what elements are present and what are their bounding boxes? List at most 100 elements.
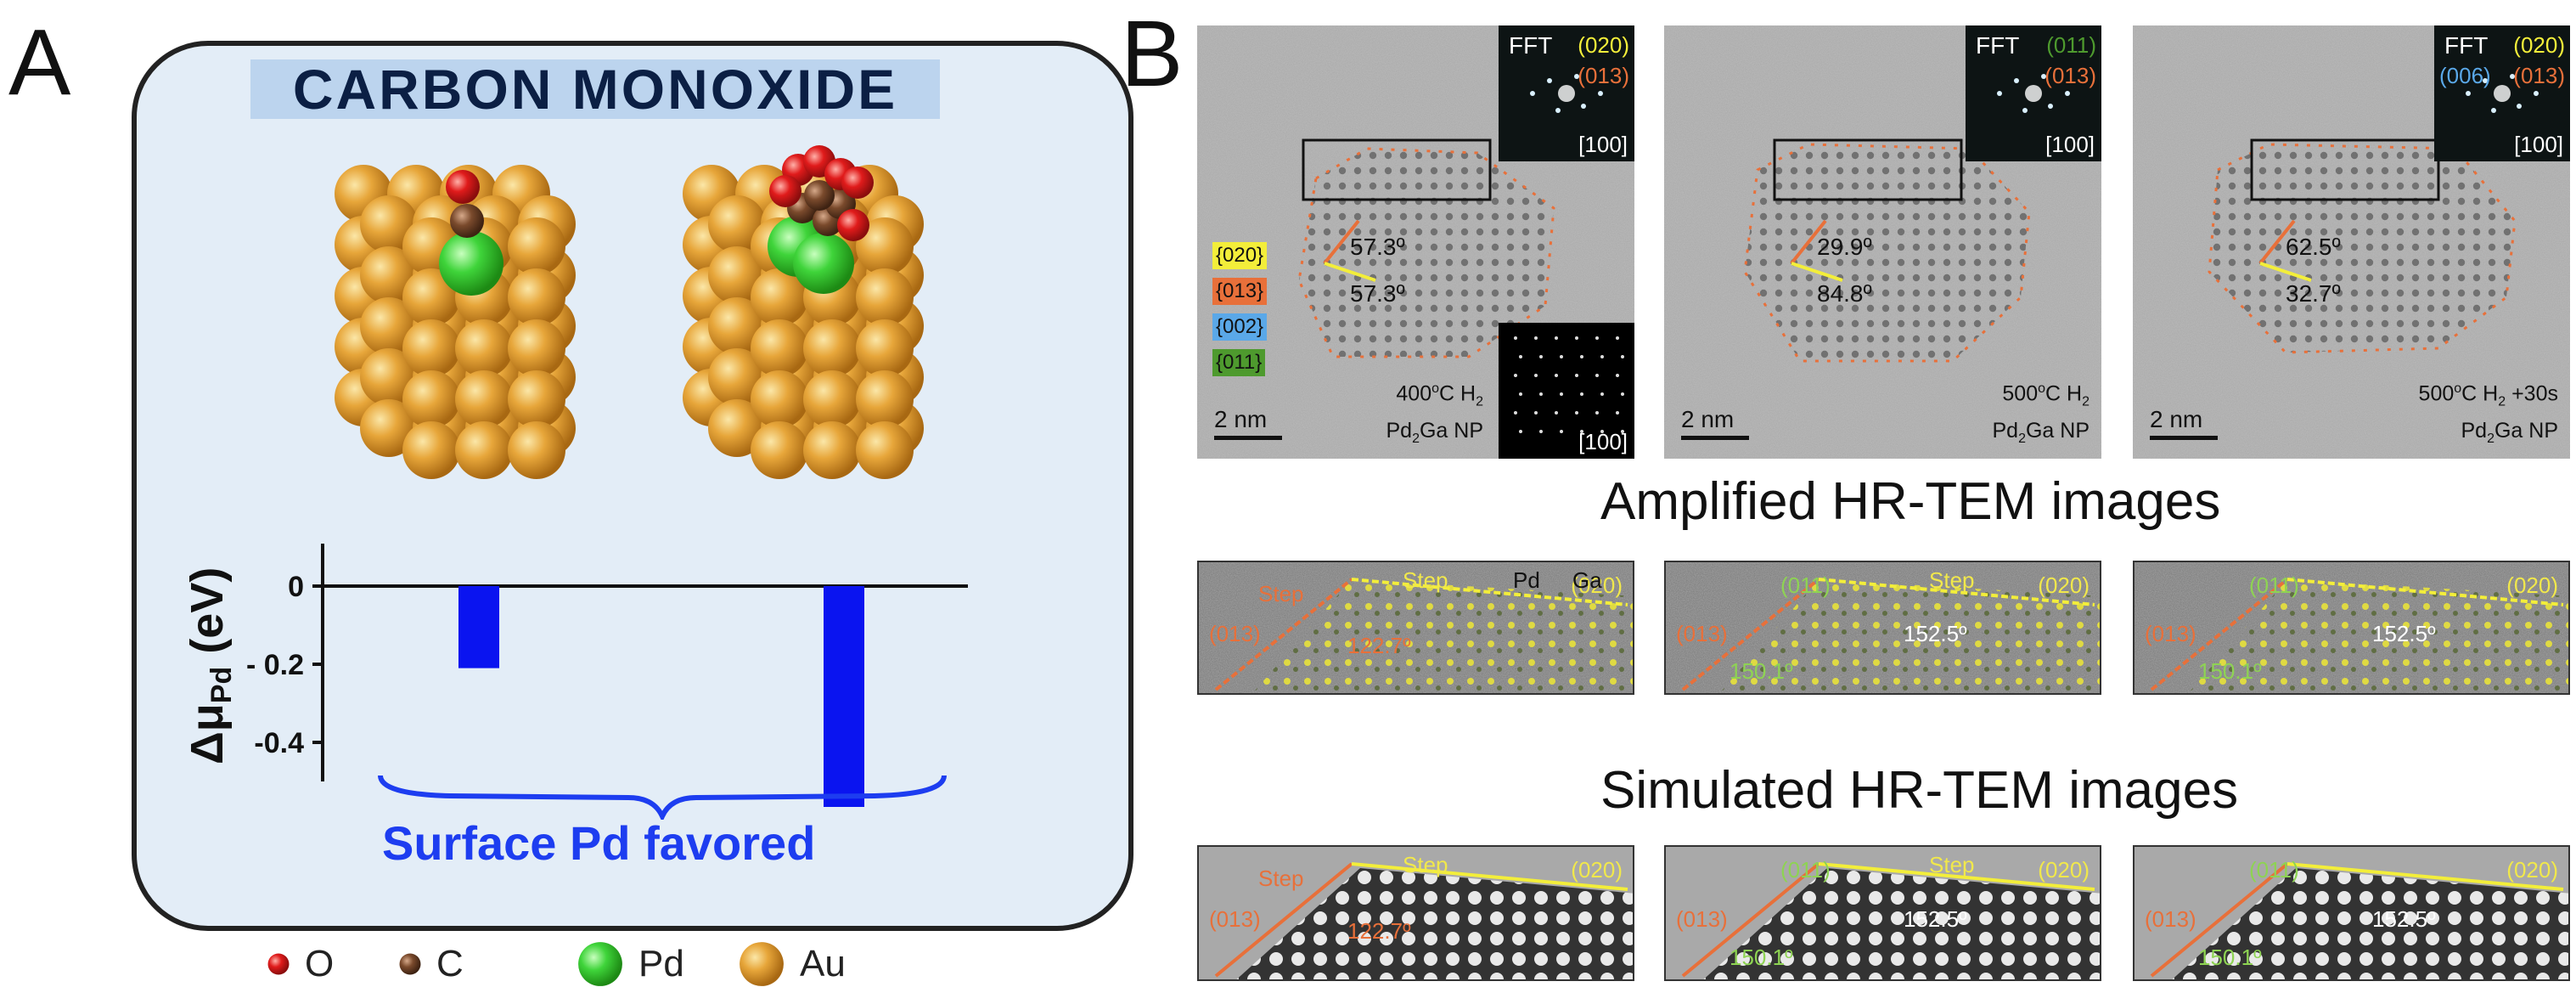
nanoparticle xyxy=(1745,144,2029,361)
angle-label: 32.7º xyxy=(2286,280,2341,307)
simulated-diffraction-inset: [100] xyxy=(1499,323,1634,459)
fft-spot-label: (013) xyxy=(1578,63,1629,88)
facet-key-chip: {020} xyxy=(1212,242,1268,269)
legend-item: O xyxy=(267,939,334,990)
fft-spot-label: (020) xyxy=(2513,32,2565,58)
scale-bar xyxy=(1681,436,1749,440)
angle-line xyxy=(1324,262,1376,282)
ga-marker-label: Ga xyxy=(1572,567,1602,593)
sample-label: Pd2Ga NP xyxy=(2461,419,2558,446)
facet-line-020 xyxy=(1351,862,1628,891)
hkl-label: (011) xyxy=(2249,857,2299,883)
sim-zone-axis: [100] xyxy=(1578,429,1628,454)
curly-brace xyxy=(378,775,947,820)
facet-line-020 xyxy=(2286,862,2564,891)
condition-label: 500oC H2 +30s xyxy=(2418,381,2558,409)
legend-label: O xyxy=(305,943,335,984)
delta-mu-bar xyxy=(458,586,499,668)
facet-line-013 xyxy=(2150,578,2289,691)
angle-label: 29.9º xyxy=(1817,234,1872,260)
facet-line-020 xyxy=(1351,578,1628,606)
step-label: Step xyxy=(1929,852,1975,877)
y-axis-label: ΔμPd (eV) xyxy=(182,567,238,764)
fft-inset: FFT(011)(013)[100] xyxy=(1966,25,2101,161)
atom-lattice xyxy=(1252,579,1633,693)
condition-label: 500oC H2 xyxy=(2002,381,2089,409)
sample-label: Pd2Ga NP xyxy=(1386,419,1483,446)
angle-label: 152.5º xyxy=(2372,906,2436,932)
facet-line-013 xyxy=(1214,578,1353,691)
legend-item: Au xyxy=(739,939,846,990)
legend-label: Pd xyxy=(638,943,684,984)
step-label: Step xyxy=(1258,866,1304,891)
facet-line-013 xyxy=(1681,862,1820,978)
facet-key-chip: {011} xyxy=(1212,349,1266,376)
facet-line-020 xyxy=(1818,862,2095,891)
atom-lattice xyxy=(1719,579,2100,693)
svg-text:ΔμPd (eV): ΔμPd (eV) xyxy=(182,567,238,764)
o-atom-icon xyxy=(267,953,290,975)
angle-label: 122.7º xyxy=(1347,918,1411,944)
hkl-label: (013) xyxy=(1676,621,1728,646)
atom-lattice xyxy=(1236,868,1633,979)
zoom-region-box xyxy=(1302,138,1492,201)
angle-label: 84.8º xyxy=(1817,280,1872,307)
fft-zone-axis: [100] xyxy=(2045,132,2095,157)
facet-line-013 xyxy=(2150,862,2289,978)
delta-mu-chart: ΔμPd (eV) 0- 0.2-0.4 xyxy=(182,544,968,807)
sample-label: Pd2Ga NP xyxy=(1992,419,2089,446)
panel-b-letter: B xyxy=(1121,2,1184,106)
au-atom-icon xyxy=(740,942,784,986)
simulated-heading: Simulated HR-TEM images xyxy=(1600,761,2239,820)
panel-a-letter: A xyxy=(8,10,71,115)
hkl-label: (020) xyxy=(2506,857,2558,883)
legend-label: Au xyxy=(800,943,846,984)
pd-atom-icon xyxy=(578,942,622,986)
hkl-label: (013) xyxy=(2145,621,2196,646)
angle-label: 57.3º xyxy=(1350,234,1405,260)
hkl-label: (013) xyxy=(2145,906,2196,932)
atom-lattice xyxy=(2172,868,2568,979)
step-label: Step xyxy=(1403,567,1448,593)
facet-key-chip: {002} xyxy=(1212,313,1268,341)
fft-spot-label: (020) xyxy=(1578,32,1629,58)
co-adsorption-model-1 xyxy=(335,165,576,479)
angle-line xyxy=(2259,262,2312,282)
angle-label: 57.3º xyxy=(1350,280,1405,307)
fft-spot-label: (013) xyxy=(2513,63,2565,88)
zoom-region-box xyxy=(1773,138,1963,201)
angle-line xyxy=(2258,219,2296,265)
fft-spot-label: (013) xyxy=(2044,63,2096,88)
angle-label: 150.1º xyxy=(2198,658,2262,684)
pd-marker-label: Pd xyxy=(1513,567,1540,593)
hkl-label: (011) xyxy=(1780,573,1831,598)
angle-label: 62.5º xyxy=(2286,234,2341,260)
panel-a-title: CARBON MONOXIDE xyxy=(250,59,940,119)
step-label: Step xyxy=(1403,852,1448,877)
hkl-label: (020) xyxy=(1571,857,1623,883)
atomic-models xyxy=(335,145,924,479)
scale-bar xyxy=(1214,436,1282,440)
fft-inset: FFT(020)(013)[100] xyxy=(1499,25,1634,161)
angle-label: 150.1º xyxy=(1730,658,1793,684)
fft-zone-axis: [100] xyxy=(2514,132,2563,157)
surface-pd-favored-caption: Surface Pd favored xyxy=(382,816,816,870)
facet-line-013 xyxy=(1681,578,1820,691)
scale-bar-label: 2 nm xyxy=(2150,406,2203,432)
facet-key-chip: {013} xyxy=(1212,278,1268,305)
fft-zone-axis: [100] xyxy=(1578,132,1628,157)
delta-mu-bar xyxy=(824,586,864,807)
step-label: Step xyxy=(1929,567,1975,593)
atom-lattice xyxy=(1703,868,2100,979)
facet-outline xyxy=(2208,143,2517,354)
zoom-region-box xyxy=(2250,138,2440,201)
angle-line xyxy=(1791,262,1843,282)
fft-inset: FFT(020)(006)(013)[100] xyxy=(2434,25,2570,161)
